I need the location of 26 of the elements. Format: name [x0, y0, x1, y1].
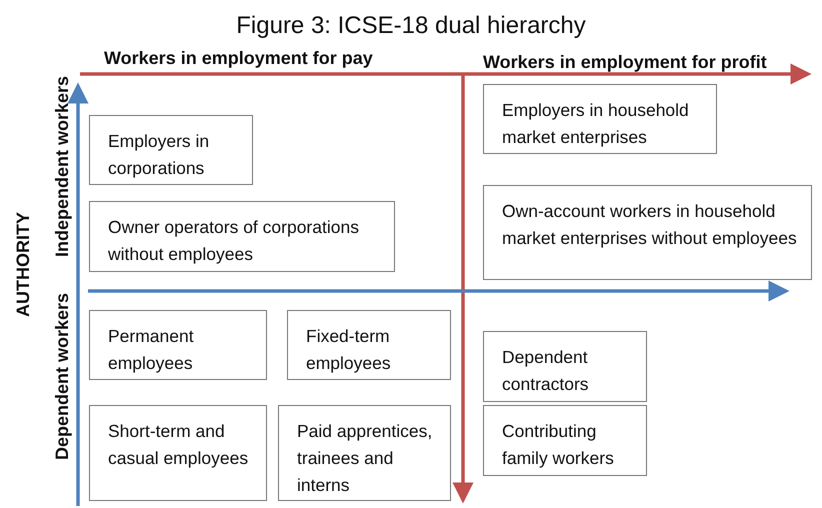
category-box: [89, 405, 267, 501]
category-box: [89, 201, 395, 272]
category-text: Fixed-term employees: [306, 325, 392, 375]
category-box: [483, 185, 812, 280]
axis-title: AUTHORITY: [13, 211, 34, 320]
category-text: Own-account workers in household market enterprises without employees: [502, 200, 798, 250]
axis-label: Independent workers: [52, 74, 73, 259]
category-text: Short-term and casual employees: [108, 420, 250, 470]
category-box: [287, 310, 451, 380]
category-text: Dependent contractors: [502, 346, 590, 396]
category-text: Owner operators of corporations without employees: [108, 216, 360, 266]
category-box: [483, 331, 647, 402]
category-box: [89, 310, 267, 380]
category-box: [89, 115, 253, 185]
axis-label: Dependent workers: [52, 296, 73, 460]
category-text: Employers in corporations: [108, 130, 210, 180]
axis-heading: Workers in employment for profit: [483, 52, 767, 73]
figure-title: Figure 3: ICSE-18 dual hierarchy: [235, 12, 587, 40]
category-text: Permanent employees: [108, 325, 195, 375]
category-box: [483, 84, 717, 154]
category-box: [483, 405, 647, 476]
category-text: Employers in household market enterprises: [502, 99, 690, 149]
category-text: Paid apprentices, trainees and interns: [297, 420, 434, 497]
category-box: [278, 405, 451, 501]
category-text: Contributing family workers: [502, 420, 615, 470]
axis-heading: Workers in employment for pay: [104, 48, 373, 69]
